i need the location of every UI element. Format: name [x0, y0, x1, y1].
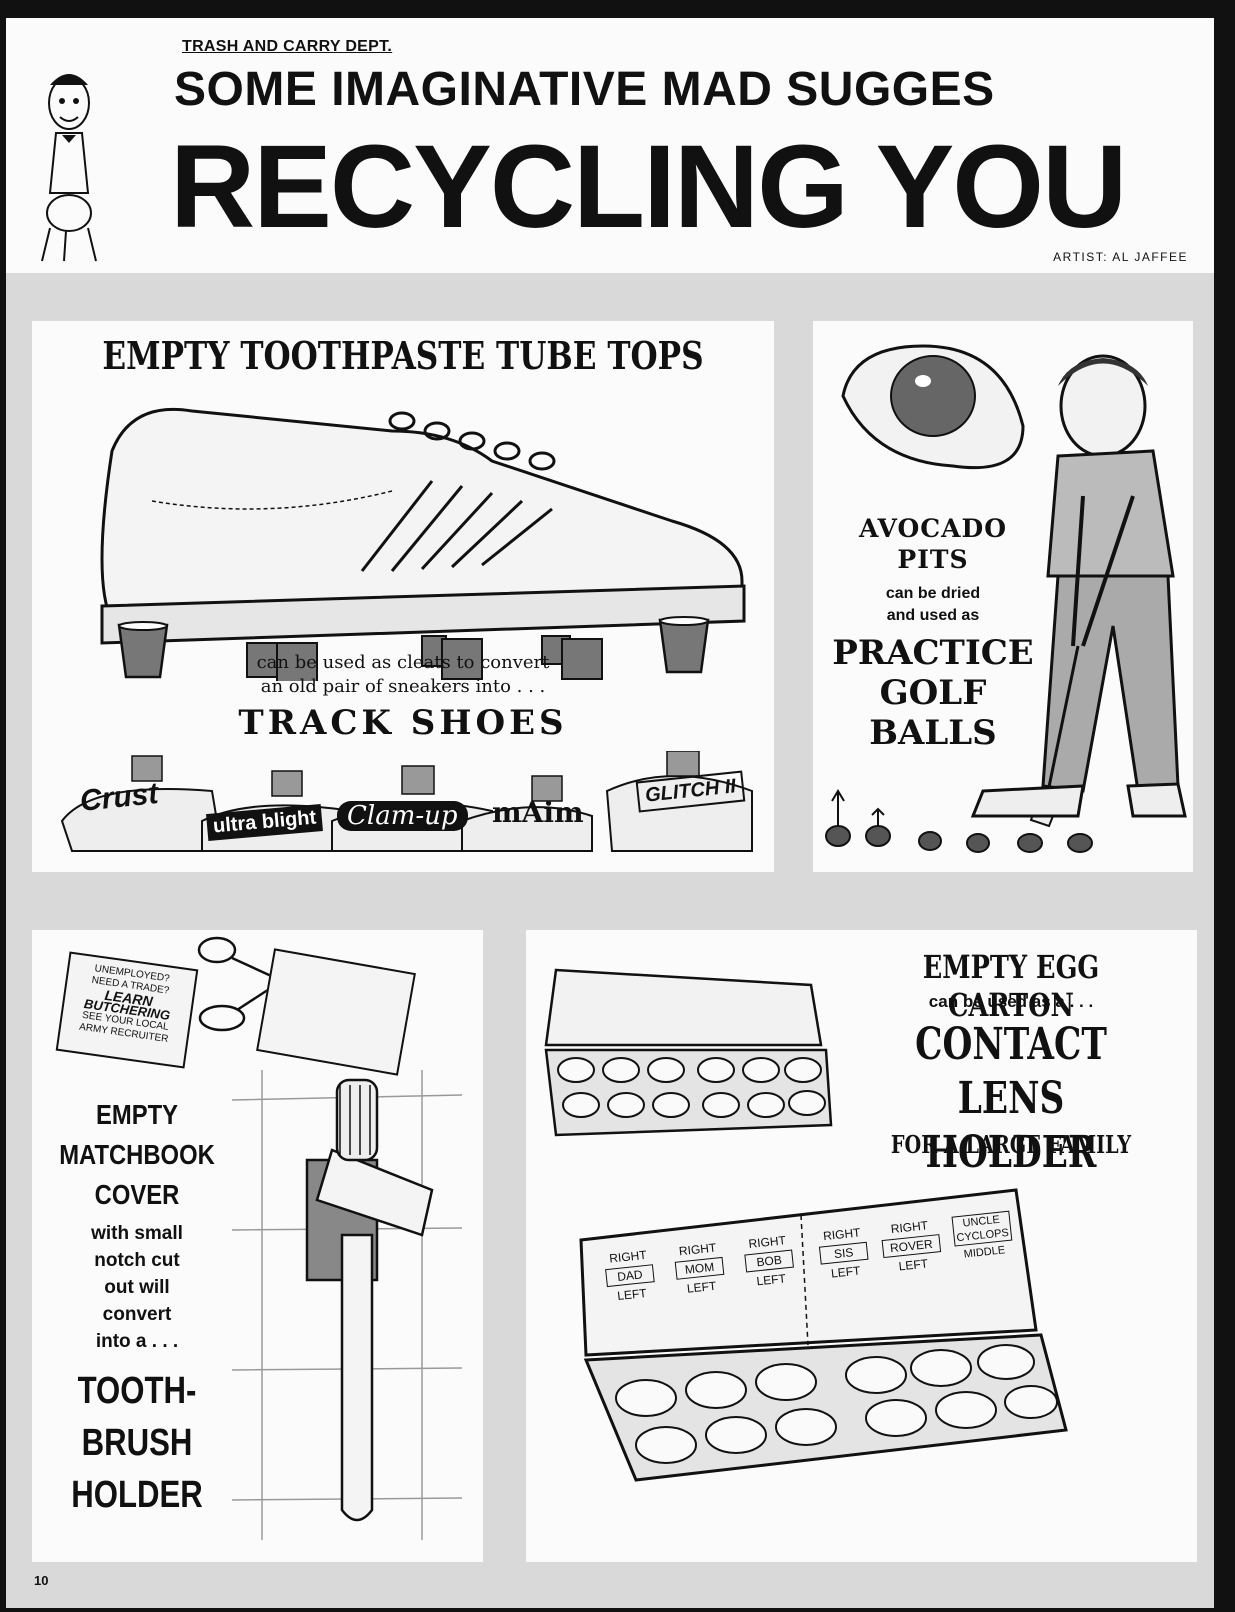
label-dad: RIGHT DAD LEFT [597, 1246, 662, 1306]
label-mom: RIGHT MOM LEFT [667, 1238, 732, 1298]
subtitle: FOR A LARGE FAMILY [890, 1130, 1132, 1159]
result-line: HOLDER [925, 1127, 1097, 1178]
alfred-mascot-illustration [41, 74, 97, 262]
label-name: UNCLE CYCLOPS [951, 1210, 1013, 1247]
result-line: PRACTICE [832, 633, 1034, 673]
loose-cap-right [658, 616, 710, 674]
panel-egg-carton: EMPTY EGG CARTON can be used as a . . . … [526, 930, 1197, 1562]
result-line: TOOTH- [77, 1370, 197, 1412]
artist-credit: ARTIST: AL JAFFEE [1053, 250, 1188, 264]
heading-line: PITS [897, 545, 969, 574]
page-header: TRASH AND CARRY DEPT. SOME IMAGINATIVE M… [6, 18, 1214, 273]
department-label: TRASH AND CARRY DEPT. [182, 38, 393, 55]
golfer-boy-illustration [970, 354, 1187, 828]
labeled-egg-carton-illustration [579, 1188, 1068, 1482]
panel-toothpaste-tube-tops: EMPTY TOOTHPASTE TUBE TOPS can be u [32, 321, 774, 872]
result-line: CONTACT LENS [915, 1019, 1107, 1124]
label-name: BOB [744, 1249, 794, 1273]
magazine-page: TRASH AND CARRY DEPT. SOME IMAGINATIVE M… [6, 18, 1214, 1608]
matchbook-notched-illustration [256, 948, 416, 1076]
brand-maim: mAim [492, 796, 584, 829]
matchbook-illustration: UNEMPLOYED? NEED A TRADE? LEARN BUTCHERI… [55, 951, 199, 1069]
title-line-1: SOME IMAGINATIVE MAD SUGGES [174, 63, 995, 116]
body-line: an old pair of sneakers into . . . [260, 676, 546, 697]
label-sis: RIGHT SIS LEFT [811, 1223, 876, 1283]
result-line: BALLS [869, 713, 997, 753]
body-line: can be used as cleats to convert [256, 652, 550, 673]
panel-avocado-pits: AVOCADO PITS can be dried and used as PR… [813, 321, 1193, 872]
title-line-2: RECYCLING YOU [170, 121, 1127, 253]
egg-carton-open-illustration [544, 968, 833, 1137]
label-bob: RIGHT BOB LEFT [736, 1231, 801, 1291]
avocado-pits-row-illustration [825, 789, 1093, 853]
body-line: can be dried [885, 585, 981, 602]
label-name: MOM [674, 1256, 725, 1280]
label-bottom: LEFT [755, 1271, 787, 1289]
label-rover: RIGHT ROVER LEFT [876, 1216, 947, 1277]
result-line: HOLDER [71, 1474, 203, 1516]
label-bottom: LEFT [686, 1278, 717, 1296]
panel-heading: EMPTY TOOTHPASTE TUBE TOPS [102, 333, 704, 378]
toothpaste-tubes-row: Crust ultra blight Clam-up mAim GLITCH I… [52, 751, 772, 861]
label-uncle-cyclops: UNCLE CYCLOPS MIDDLE [947, 1208, 1018, 1263]
page-number: 10 [34, 1573, 49, 1588]
heading-line: MATCHBOOK [59, 1139, 215, 1170]
body-line: convert [102, 1304, 172, 1325]
result-text: TRACK SHOES [238, 703, 568, 743]
body-line: with small [91, 1223, 183, 1244]
body-line: can be used as a . . . [928, 992, 1094, 1011]
heading-line: EMPTY [96, 1099, 178, 1130]
sneaker-with-cleats-illustration [100, 407, 746, 681]
loose-cap-left [117, 621, 169, 679]
brand-clam-up: Clam-up [337, 801, 468, 831]
toothbrush-holder-illustration [231, 1070, 463, 1540]
body-line: and used as [886, 607, 980, 624]
label-name: DAD [605, 1264, 655, 1288]
panel-matchbook-cover: UNEMPLOYED? NEED A TRADE? LEARN BUTCHERI… [32, 930, 483, 1562]
result-line: BRUSH [81, 1422, 193, 1464]
label-bottom: LEFT [830, 1263, 862, 1281]
avocado-illustration [841, 344, 1025, 470]
body-line: out will [104, 1277, 170, 1298]
label-bottom: LEFT [616, 1286, 648, 1304]
panel-heading: EMPTY EGG CARTON [922, 948, 1100, 1024]
body-line: notch cut [94, 1250, 180, 1271]
label-name: SIS [818, 1241, 869, 1265]
heading-line: AVOCADO [858, 514, 1008, 543]
body-line: into a . . . [95, 1331, 179, 1352]
heading-line: COVER [94, 1179, 180, 1210]
result-line: GOLF [879, 673, 987, 713]
